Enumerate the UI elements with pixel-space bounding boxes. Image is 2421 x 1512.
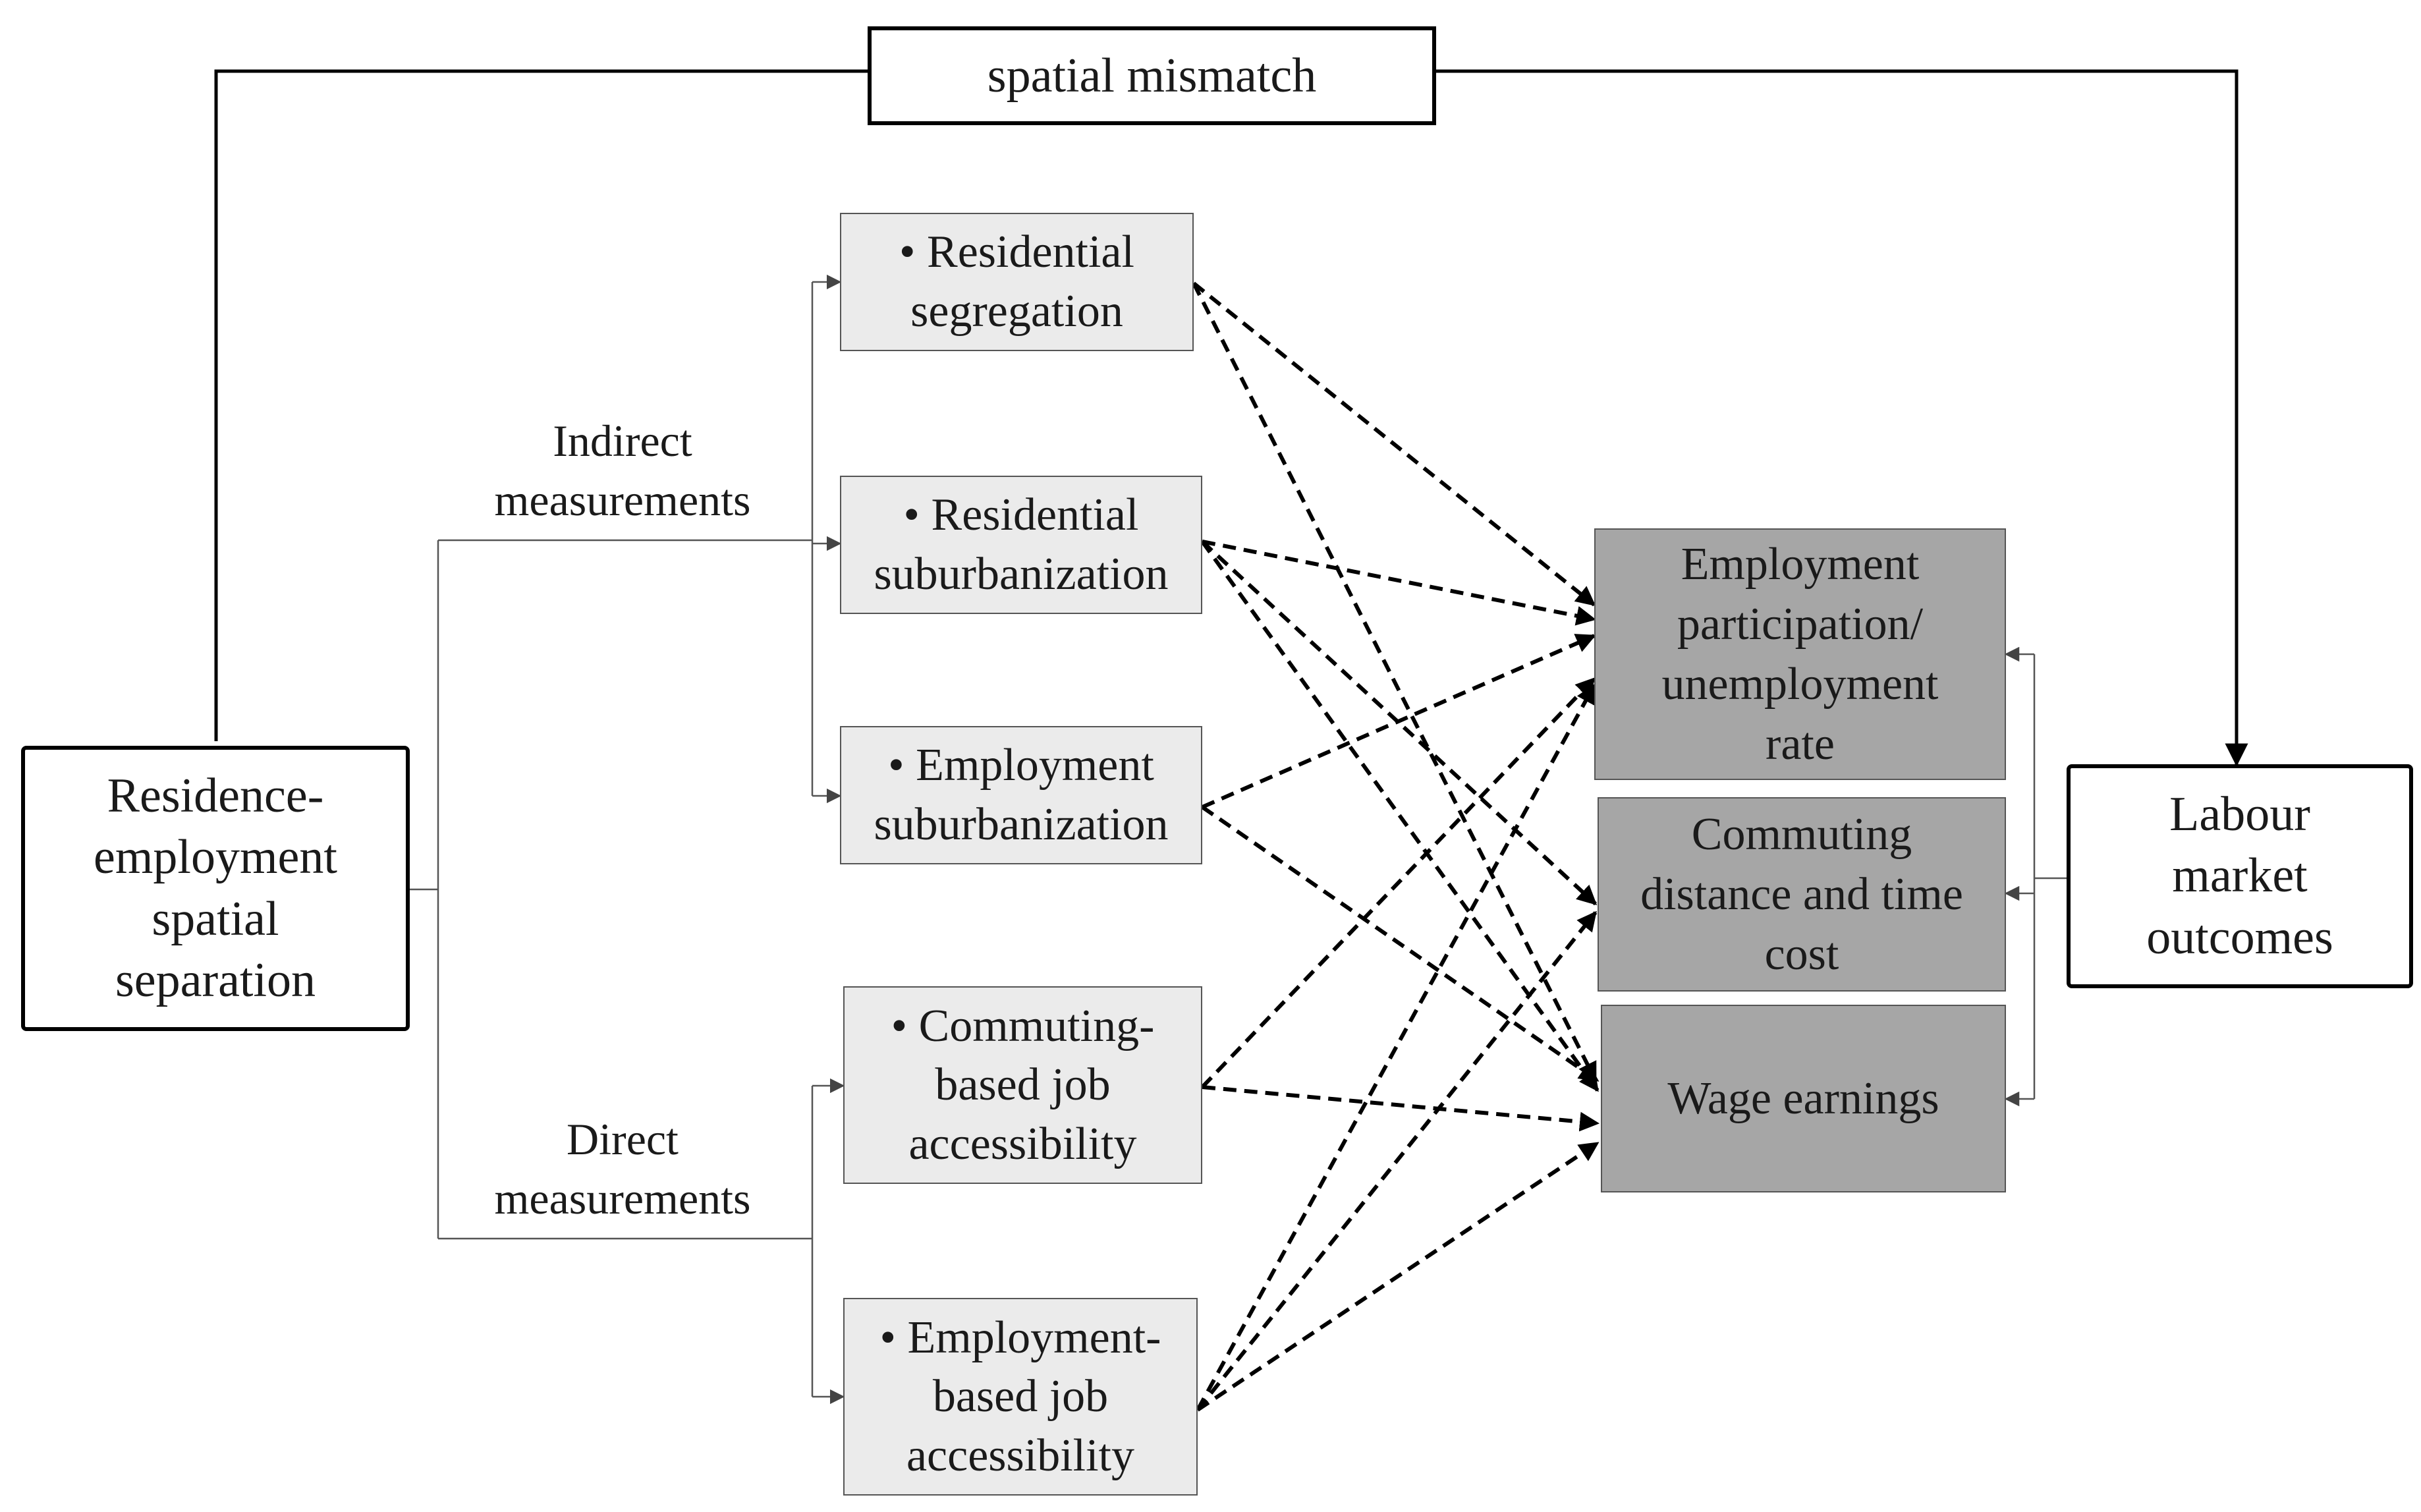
measure-line: accessibility	[908, 1118, 1137, 1169]
measure-line: suburbanization	[874, 549, 1169, 600]
measure-line: accessibility	[906, 1430, 1134, 1481]
outcome-line: participation/	[1677, 599, 1924, 650]
box-line: separation	[115, 953, 316, 1007]
outcome-line: Commuting	[1691, 809, 1912, 860]
box-line: Residence-	[107, 769, 324, 824]
outcome-line: unemployment	[1661, 659, 1939, 710]
label-line: Indirect	[553, 416, 692, 466]
measure-line: suburbanization	[874, 799, 1169, 850]
labour-market-outcomes-box: Labour market outcomes	[2067, 764, 2413, 988]
residence-employment-separation-box: Residence- employment spatial separation	[21, 746, 410, 1031]
effect-arrows	[1192, 281, 1600, 1412]
measure-residential-segregation: • Residential segregation	[840, 213, 1194, 351]
outcome-bracket	[2004, 646, 2067, 1107]
measure-residential-suburbanization: • Residential suburbanization	[840, 476, 1202, 614]
measure-line: • Residential	[903, 490, 1139, 541]
outcome-commuting-distance: Commuting distance and time cost	[1598, 797, 2006, 992]
label-line: measurements	[494, 474, 751, 525]
outcome-line: Employment	[1681, 539, 1920, 590]
spatial-mismatch-box: spatial mismatch	[868, 26, 1436, 125]
outcome-line: cost	[1764, 929, 1839, 980]
label-line: Direct	[567, 1114, 679, 1164]
outcome-line: Wage earnings	[1667, 1073, 1939, 1124]
outcome-wage-earnings: Wage earnings	[1601, 1005, 2006, 1192]
box-line: market	[2172, 849, 2308, 903]
box-line: employment	[94, 830, 337, 885]
measure-line: segregation	[910, 286, 1123, 337]
box-line: Labour	[2169, 787, 2310, 842]
outcome-line: distance and time	[1640, 869, 1963, 920]
measure-line: • Residential	[899, 227, 1134, 278]
spatial-mismatch-label: spatial mismatch	[987, 48, 1317, 103]
measure-employment-based-accessibility: • Employment- based job accessibility	[843, 1298, 1198, 1496]
spatial-mismatch-connector	[214, 69, 2248, 767]
indirect-measurements-label: Indirect measurements	[461, 412, 784, 530]
label-line: measurements	[494, 1173, 751, 1223]
outcome-employment-participation: Employment participation/ unemployment r…	[1594, 528, 2006, 780]
measure-employment-suburbanization: • Employment suburbanization	[840, 726, 1202, 864]
box-line: spatial	[152, 891, 279, 946]
measurement-arrows	[812, 274, 845, 1405]
outcome-line: rate	[1766, 719, 1835, 770]
measure-line: based job	[932, 1371, 1109, 1422]
box-line: outcomes	[2146, 910, 2333, 965]
measure-line: • Employment	[888, 740, 1154, 791]
measure-line: • Commuting-	[891, 1000, 1155, 1051]
measure-line: • Employment-	[879, 1312, 1161, 1363]
measurement-tree	[410, 282, 814, 1397]
direct-measurements-label: Direct measurements	[461, 1110, 784, 1229]
measure-line: based job	[935, 1059, 1111, 1111]
measure-commuting-based-accessibility: • Commuting- based job accessibility	[843, 986, 1202, 1184]
